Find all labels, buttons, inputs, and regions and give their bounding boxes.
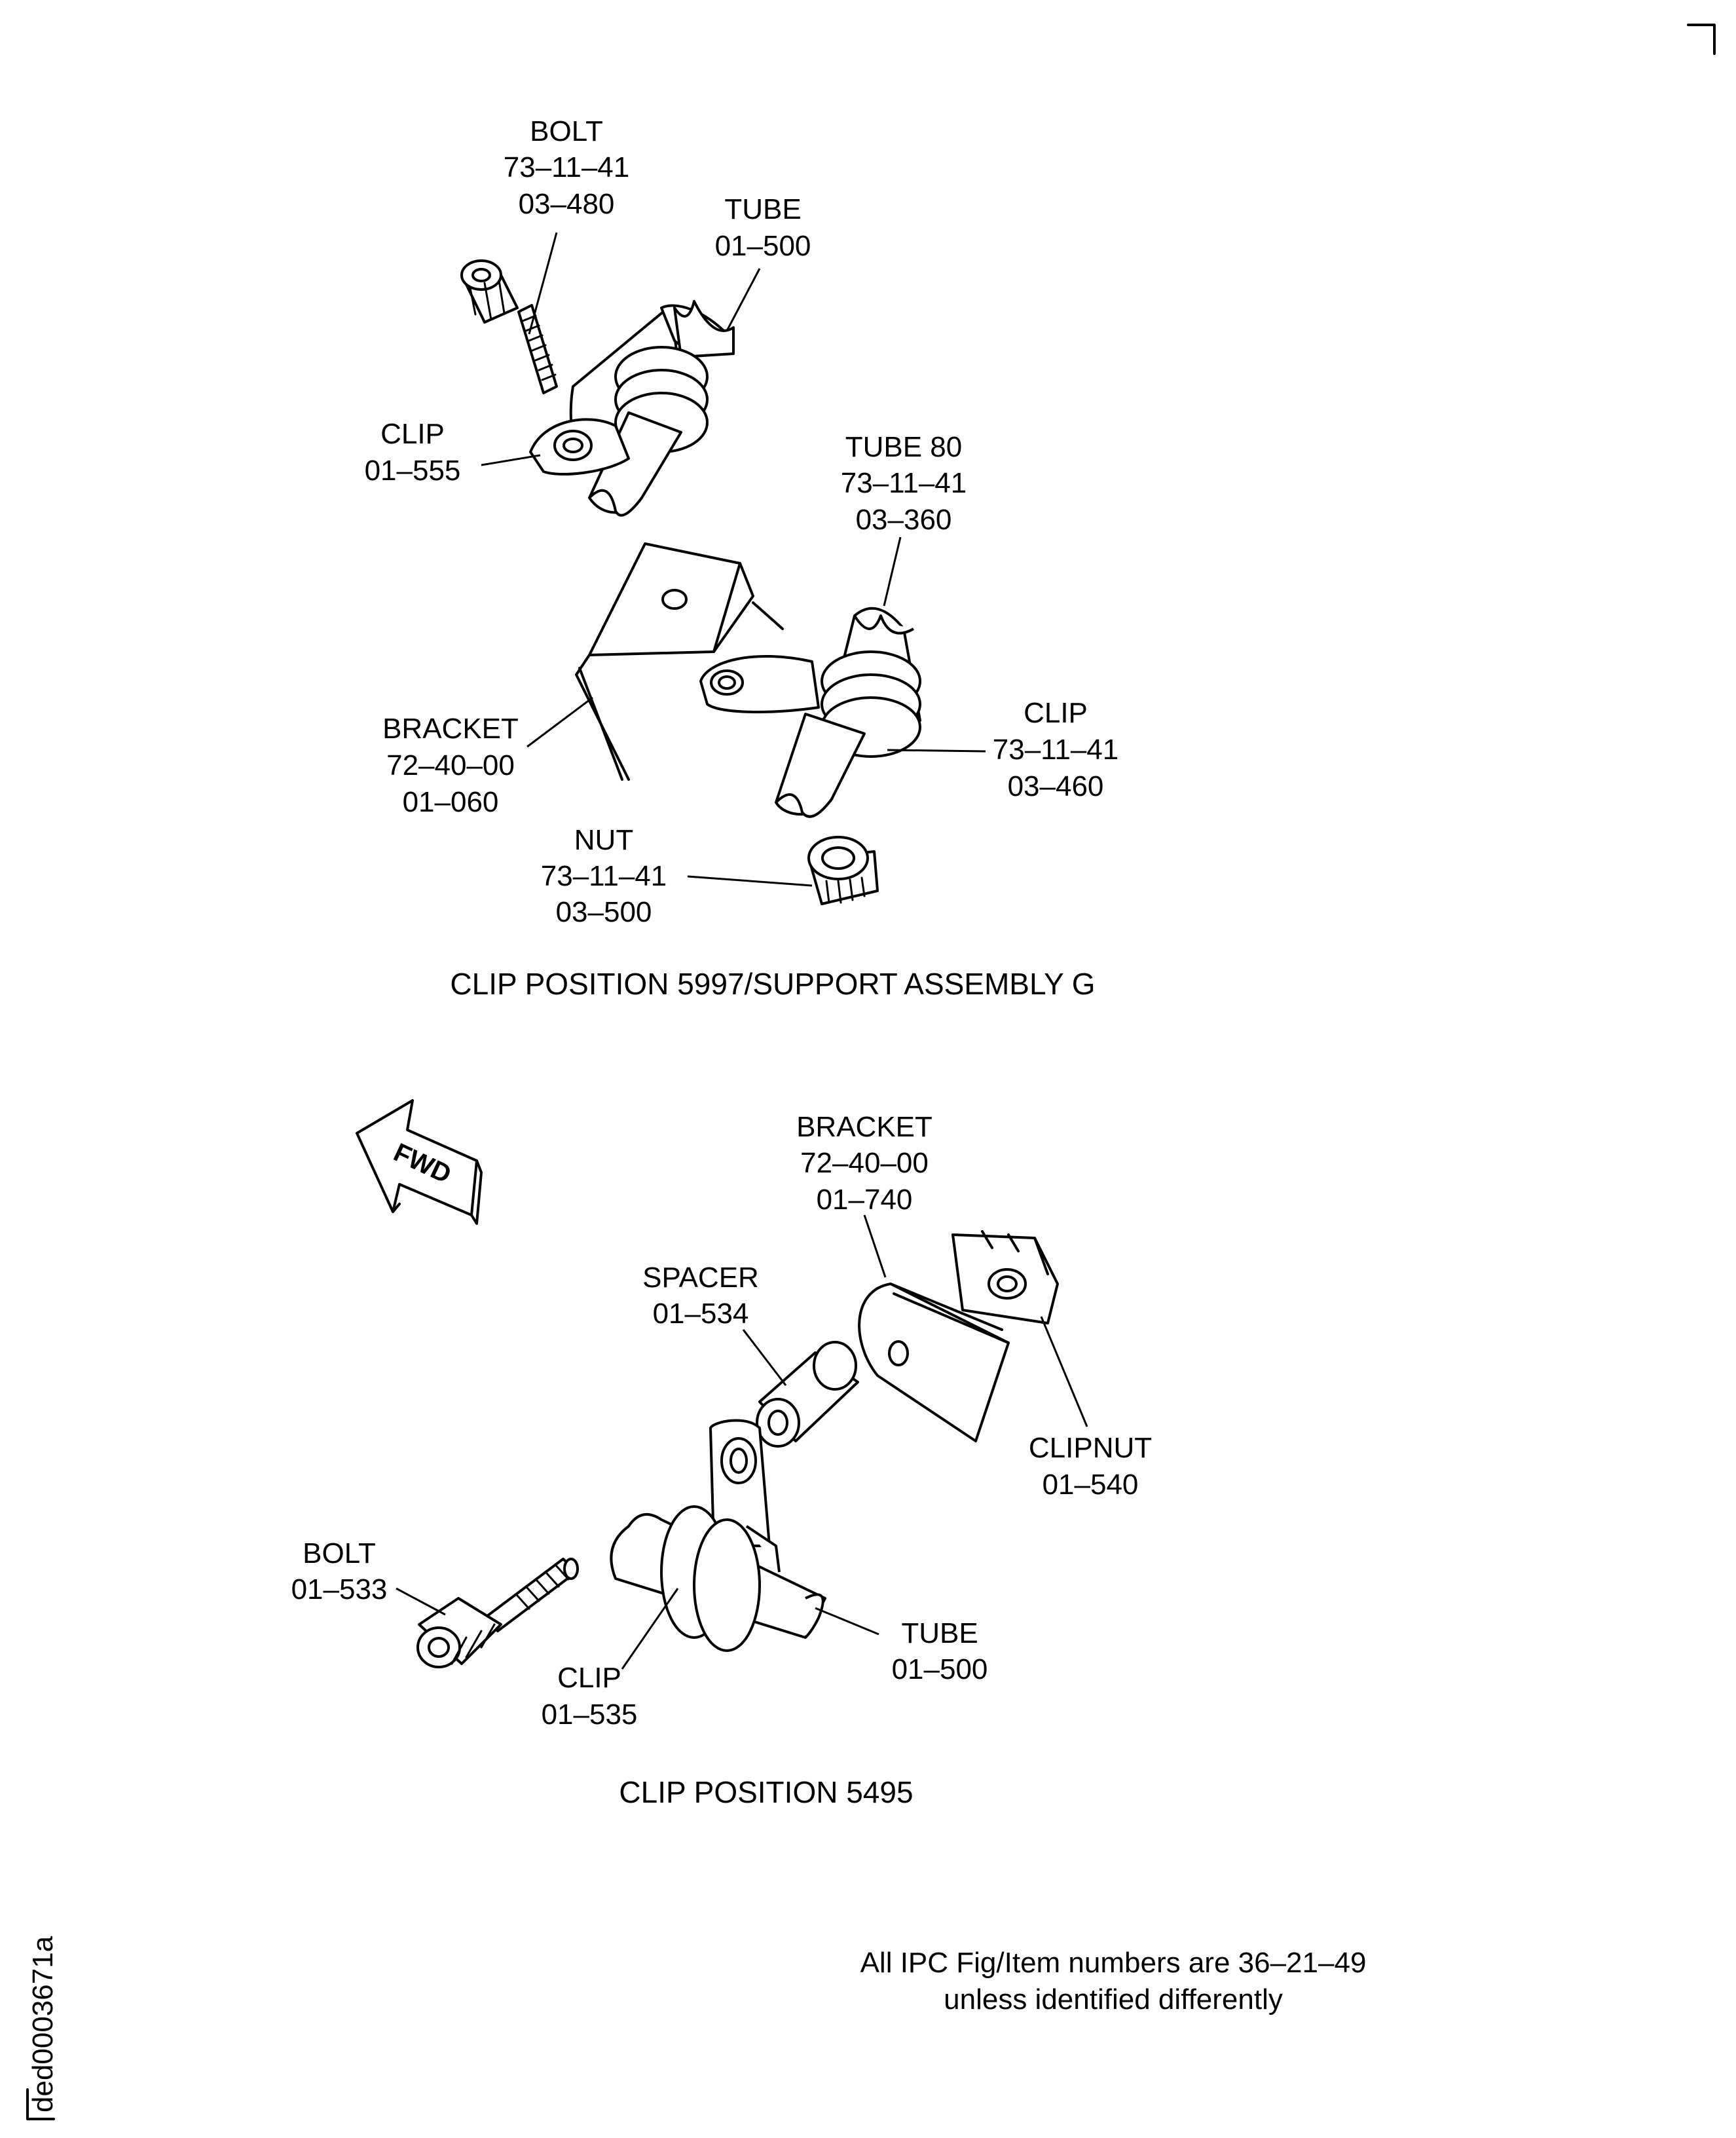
nut-top: [807, 836, 879, 905]
clipnut-label-2: 01–540: [1043, 1469, 1139, 1501]
nut-label-3: 03–500: [556, 896, 652, 928]
clip-upper-label-2: 01–555: [365, 455, 461, 487]
clip-lower-label-3: 03–460: [1008, 770, 1104, 802]
tube-bottom-label-1: TUBE: [901, 1617, 978, 1649]
clip-lower-label-2: 73–11–41: [993, 734, 1119, 766]
tube80-top: [699, 607, 921, 818]
top-caption: CLIP POSITION 5997/SUPPORT ASSEMBLY G: [450, 967, 1095, 1001]
figure-id: ded0003671a: [27, 1936, 59, 2112]
bottom-caption: CLIP POSITION 5495: [619, 1775, 913, 1809]
bolt-top: [460, 259, 558, 394]
bolt-bottom: [416, 1558, 579, 1668]
bolt-bottom-label-2: 01–533: [291, 1573, 388, 1605]
clip-lower-label-1: CLIP: [1024, 697, 1088, 729]
bolt-top-label-1: BOLT: [530, 115, 603, 147]
clip-bottom: [610, 1419, 826, 1652]
nut-label-2: 73–11–41: [541, 860, 667, 892]
clip-tab-top: [529, 418, 630, 476]
spacer-label-1: SPACER: [642, 1262, 759, 1294]
top-figure: BOLT 73–11–41 03–480 TUBE 01–500 CLIP 01…: [365, 115, 1119, 1001]
bracket-bottom: [858, 1283, 1010, 1442]
clipnut-label-1: CLIPNUT: [1029, 1432, 1152, 1464]
figure-id-mark: [26, 2088, 55, 2120]
bolt-top-label-2: 73–11–41: [504, 151, 630, 183]
bottom-figure: FWD: [291, 1099, 1152, 1809]
spacer-label-2: 01–534: [653, 1298, 749, 1330]
bracket-bottom-label-2: 72–40–00: [800, 1147, 929, 1179]
tube80-label-3: 03–360: [856, 504, 952, 536]
tube-top-label-1: TUBE: [724, 193, 801, 225]
bracket-top-label-3: 01–060: [403, 786, 499, 818]
leaders-top: [481, 232, 986, 887]
tube-bottom-label-2: 01–500: [892, 1653, 988, 1685]
leaders-bottom: [396, 1214, 1088, 1670]
bolt-top-label-3: 03–480: [519, 188, 615, 220]
bracket-top-label-1: BRACKET: [382, 713, 519, 745]
spacer: [756, 1341, 859, 1448]
tube80-label-2: 73–11–41: [841, 467, 967, 499]
footer-note-line-1: All IPC Fig/Item numbers are 36–21–49: [860, 1947, 1367, 1979]
clipnut: [951, 1230, 1059, 1324]
bracket-bottom-label-3: 01–740: [817, 1184, 913, 1216]
tube-top-label-2: 01–500: [715, 230, 811, 262]
fwd-arrow: FWD: [356, 1099, 483, 1225]
footer: All IPC Fig/Item numbers are 36–21–49 un…: [26, 1936, 1367, 2120]
nut-label-1: NUT: [574, 824, 633, 856]
corner-mark: [1687, 24, 1716, 55]
tube80-label-1: TUBE 80: [845, 431, 963, 463]
clip-bottom-label-2: 01–535: [542, 1698, 638, 1731]
clip-upper-label-1: CLIP: [380, 418, 445, 450]
bracket-bottom-label-1: BRACKET: [796, 1111, 933, 1143]
footer-note-line-2: unless identified differently: [944, 1983, 1283, 2016]
tube-top: [569, 300, 735, 517]
clip-bottom-label-1: CLIP: [557, 1662, 621, 1694]
bracket-top-label-2: 72–40–00: [386, 749, 515, 781]
bracket-top: [575, 542, 784, 781]
bolt-bottom-label-1: BOLT: [303, 1537, 376, 1569]
